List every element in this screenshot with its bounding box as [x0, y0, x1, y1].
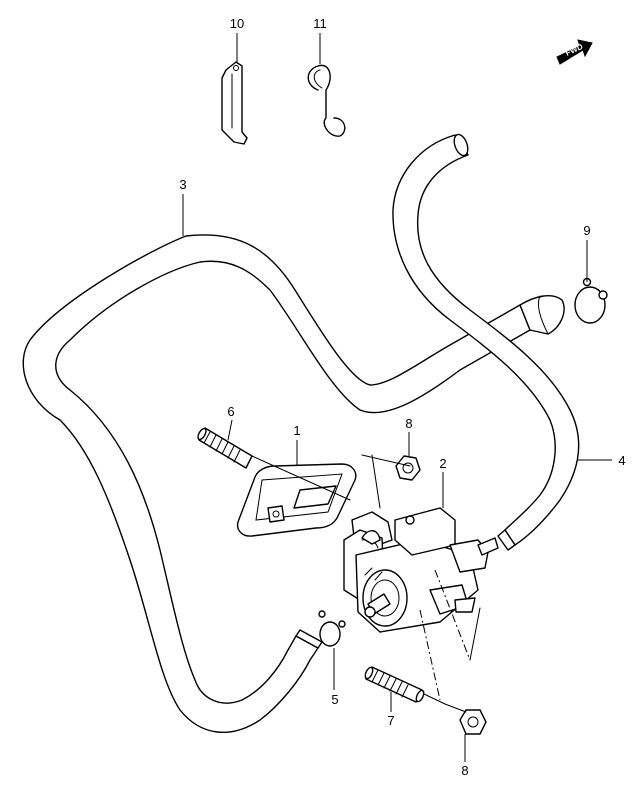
small-clamp-part [318, 610, 346, 647]
stud-bolt-upper-part [197, 427, 253, 469]
callout-5: 5 [331, 692, 338, 707]
fwd-arrow-icon: FWD [556, 39, 593, 65]
hose-clip-part [221, 61, 248, 145]
gasket-plate-part [236, 463, 357, 537]
callout-labels: 10 11 3 9 6 1 8 2 4 5 7 8 [179, 16, 625, 778]
callout-10: 10 [230, 16, 244, 31]
callout-3: 3 [179, 177, 186, 192]
callout-1: 1 [293, 423, 300, 438]
nut-lower-part [459, 709, 487, 735]
assembly-guide-lines [251, 454, 481, 713]
leader-lines [182, 33, 612, 762]
callout-2: 2 [439, 456, 446, 471]
callout-11: 11 [313, 16, 327, 31]
spring-clip-part [307, 64, 346, 137]
short-hose-part [392, 133, 580, 551]
callout-8-lower: 8 [461, 763, 468, 778]
stud-bolt-lower-part [364, 666, 425, 703]
callout-7: 7 [387, 713, 394, 728]
hose-clamp-part [574, 277, 608, 324]
callout-6: 6 [227, 404, 234, 419]
callout-8-upper: 8 [405, 416, 412, 431]
callout-9: 9 [583, 223, 590, 238]
valve-assembly-part [343, 507, 499, 633]
callout-4: 4 [618, 453, 625, 468]
nut-upper-part [395, 455, 421, 481]
long-hose-part [22, 234, 565, 734]
